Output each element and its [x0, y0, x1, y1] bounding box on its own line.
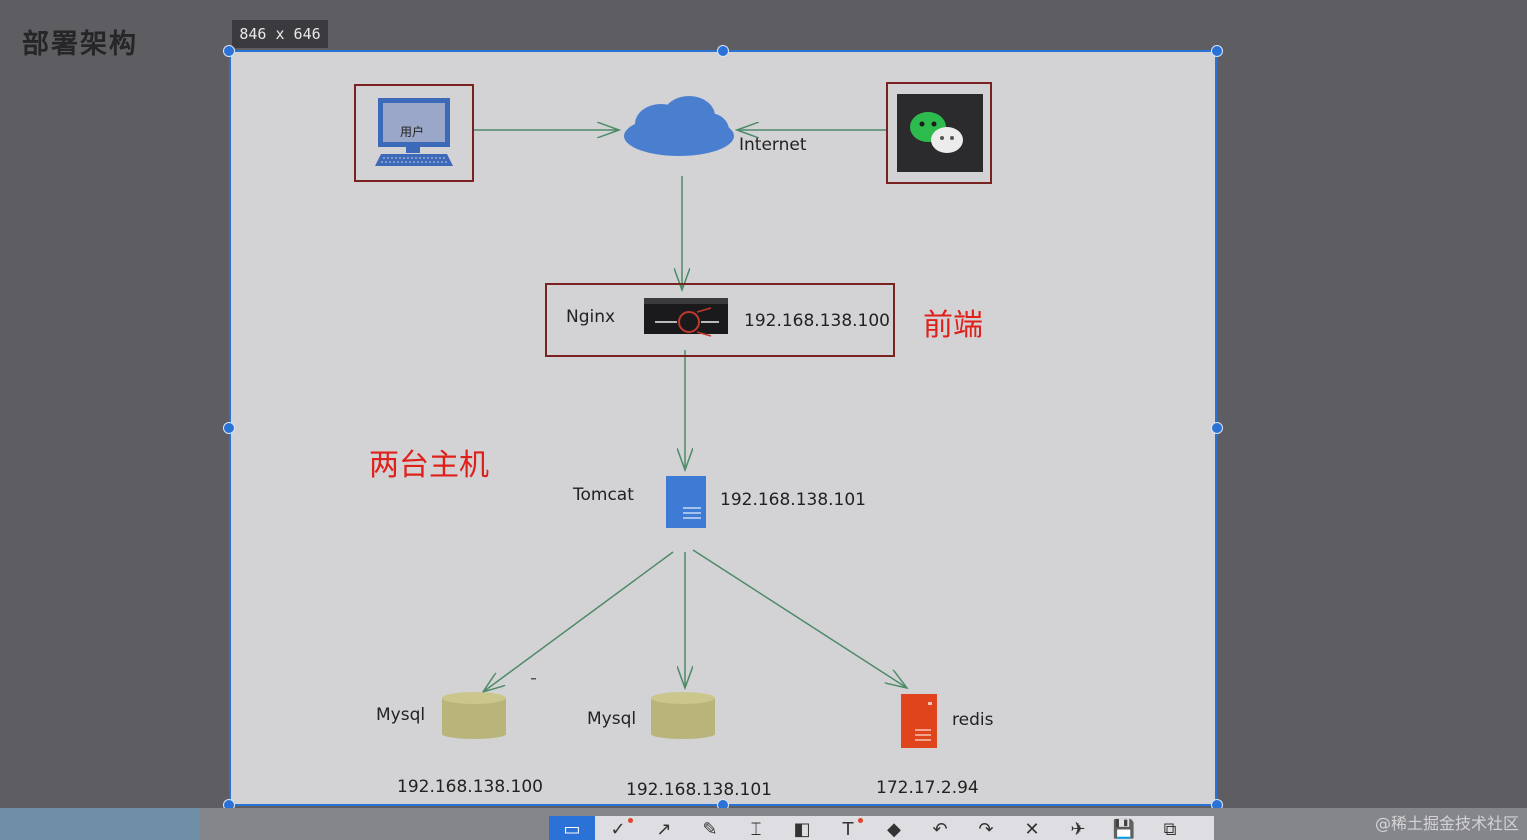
rectangle-select-icon[interactable]: ▭: [549, 816, 595, 840]
redo-icon[interactable]: ↷: [978, 819, 994, 840]
database-icon: [651, 692, 715, 739]
nginx-node: Nginx 192.168.138.100: [545, 283, 895, 357]
architecture-diagram: 用户 Internet: [354, 82, 994, 800]
save-icon[interactable]: 💾: [1112, 819, 1136, 840]
edge-tomcat-redis: [692, 549, 907, 688]
pen-icon[interactable]: ✎: [702, 819, 718, 840]
user-node: 用户: [354, 84, 474, 182]
internet-node: Internet: [624, 96, 807, 156]
resize-handle-left[interactable]: [223, 422, 235, 434]
annotation-toolbar: ▭ ✓ ↗ ✎ ⌶ ◧ T ◆ ↶ ↷ ✕ ✈ 💾 ⧉: [549, 816, 1214, 840]
undo-icon[interactable]: ↶: [932, 819, 948, 840]
mysql-1-ip: 192.168.138.100: [397, 777, 543, 797]
close-icon[interactable]: ✕: [1024, 819, 1040, 840]
arrow-icon[interactable]: ↗: [656, 819, 672, 840]
page-title: 部署架构: [22, 29, 138, 60]
internet-label: Internet: [739, 135, 807, 155]
mysql-2-ip: 192.168.138.101: [626, 780, 772, 800]
redis-node: redis 172.17.2.94: [876, 694, 994, 798]
nginx-label: Nginx: [566, 307, 615, 327]
mysql-node-2: Mysql 192.168.138.101: [587, 692, 772, 800]
tool-indicator-dot: [858, 818, 863, 823]
selection-canvas[interactable]: 用户 Internet: [229, 50, 1217, 806]
hosts-note: 两台主机: [369, 448, 489, 483]
resize-handle-top[interactable]: [717, 45, 729, 57]
tomcat-ip: 192.168.138.101: [720, 490, 866, 510]
resize-handle-top-right[interactable]: [1211, 45, 1223, 57]
stray-dash: [531, 678, 536, 680]
copy-icon[interactable]: ⧉: [1163, 819, 1177, 840]
wechat-node: [886, 82, 992, 184]
nginx-ip: 192.168.138.100: [744, 311, 890, 331]
mysql-2-label: Mysql: [587, 709, 636, 729]
pin-icon[interactable]: ✈: [1070, 819, 1086, 840]
check-icon[interactable]: ✓: [595, 816, 641, 840]
tomcat-label: Tomcat: [572, 485, 634, 505]
mosaic-icon[interactable]: ◧: [793, 819, 811, 840]
server-icon: [666, 476, 706, 528]
server-appliance-icon: [644, 298, 728, 337]
marker-icon[interactable]: ⌶: [750, 819, 762, 840]
user-label: 用户: [400, 124, 424, 139]
nginx-frame: [545, 283, 895, 357]
tool-indicator-dot: [628, 818, 633, 823]
redis-label: redis: [952, 710, 994, 730]
mysql-node-1: Mysql 192.168.138.100: [376, 692, 543, 797]
cloud-icon: [624, 96, 734, 156]
frontend-note: 前端: [923, 308, 983, 343]
watermark: @稀土掘金技术社区: [1374, 814, 1519, 833]
mysql-1-label: Mysql: [376, 705, 425, 725]
wechat-icon: [910, 112, 963, 153]
user-frame: [354, 84, 474, 182]
selection-size-badge: 846 x 646: [232, 20, 328, 48]
database-icon: [442, 692, 506, 739]
edge-tomcat-mysql-1: [483, 551, 674, 692]
tomcat-node: Tomcat 192.168.138.101: [572, 476, 866, 528]
redis-server-icon: [901, 694, 937, 748]
eraser-icon[interactable]: ◆: [887, 819, 901, 840]
redis-ip: 172.17.2.94: [876, 778, 979, 798]
text-icon[interactable]: T: [825, 816, 871, 840]
resize-handle-right[interactable]: [1211, 422, 1223, 434]
wechat-frame: [886, 82, 992, 184]
resize-handle-top-left[interactable]: [223, 45, 235, 57]
